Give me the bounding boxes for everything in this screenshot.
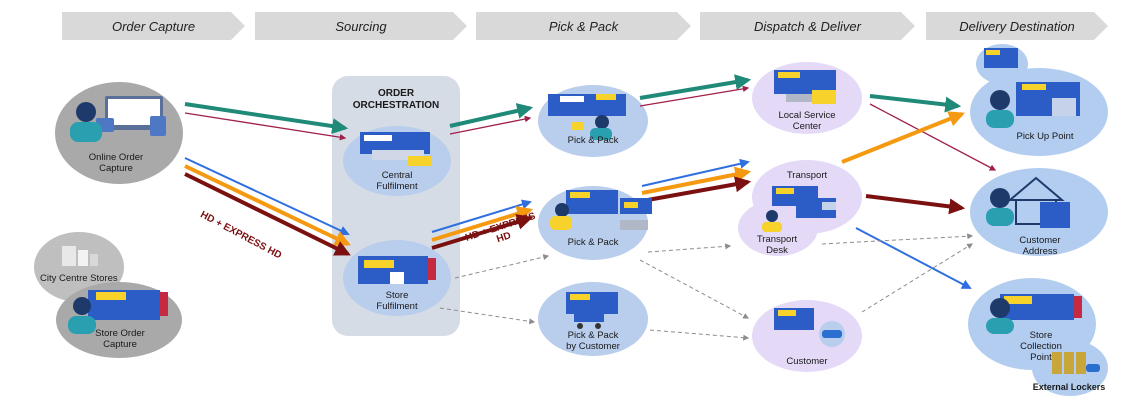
flow-online-store-orange [184, 164, 351, 246]
customer-label: Customer [786, 356, 828, 367]
flow-store-pp2-grey [454, 254, 550, 279]
stage-label: Order Capture [111, 18, 196, 34]
pick-pack-customer-icon [566, 292, 618, 329]
store-collection-label: Store Collection Point [1020, 330, 1062, 363]
pick-pack-1-label: Pick & Pack [567, 135, 619, 146]
transport-truck-icon [772, 186, 836, 218]
flow-central-pp1-teal [449, 103, 534, 128]
stage-label: Dispatch & Deliver [754, 18, 861, 34]
pick-up-point-icon [984, 48, 1080, 128]
flow-central-pp1-maroon [449, 115, 532, 135]
flow-pp2-desk-grey [647, 243, 732, 253]
flow-pp2-transport-orange [641, 166, 752, 195]
flow-transport-collection-blue [855, 227, 972, 289]
store-fulfilment-icon [358, 256, 436, 284]
pick-pack-2-icon [550, 190, 652, 230]
customer-building-icon [774, 308, 845, 347]
stage-dispatch-deliver: Dispatch & Deliver [700, 12, 915, 40]
store-order-label: Store Order Capture [95, 328, 145, 350]
stage-label: Pick & Pack [548, 18, 619, 34]
store-order-ikea-icon [68, 290, 168, 334]
flow-online-central-teal [184, 102, 349, 135]
store-collection-icon [986, 294, 1082, 334]
flow-pp1-local-teal [639, 74, 752, 100]
stage-pick-pack: Pick & Pack [476, 12, 691, 40]
flow-desk-address-grey [821, 233, 974, 245]
pick-pack-customer-label: Pick & Pack by Customer [566, 330, 620, 352]
flow-store-pp2-blue [431, 199, 532, 233]
stage-order-capture: Order Capture [62, 12, 245, 40]
flow-transport-address-darkred [865, 194, 966, 215]
city-buildings-icon [62, 246, 98, 266]
flow-online-store-blue [184, 157, 350, 236]
flow-store-ppc-grey [439, 307, 536, 325]
city-centre-label: City Centre Stores [40, 273, 118, 284]
flow-online-store-darkred [184, 172, 351, 256]
pick-pack-2-label: Pick & Pack [567, 237, 619, 248]
order-orchestration-title: ORDER ORCHESTRATION [352, 88, 440, 111]
central-fulfilment-icon [360, 132, 432, 166]
flow-pp2-transport-blue [641, 158, 750, 187]
customer-address-house-icon [986, 176, 1070, 228]
stage-sourcing: Sourcing [255, 12, 467, 40]
central-fulfilment-label: Central Fulfilment [376, 170, 418, 192]
flow-store-pp2-orange [431, 206, 534, 242]
external-lockers-icon [1052, 352, 1100, 374]
transport-desk-person-icon [762, 210, 782, 232]
online-order-label: Online Order Capture [88, 152, 144, 174]
external-lockers-label: External Lockers [1032, 382, 1106, 392]
stage-delivery-destination: Delivery Destination [926, 12, 1108, 40]
local-service-label: Local Service Center [778, 110, 836, 132]
person-icon [70, 102, 102, 142]
flow-customer-address-grey [861, 243, 974, 313]
flow-local-pickup-teal [869, 94, 962, 113]
local-service-icon [774, 70, 836, 104]
flow-local-address-maroon [869, 103, 997, 171]
flow-transport-pickup-orange [841, 111, 965, 164]
transport-desk-label: Transport Desk [756, 234, 798, 256]
flow-pp2-customer-grey [639, 259, 750, 319]
flow-pp2-transport-darkred [641, 176, 752, 203]
transport-label: Transport [786, 170, 828, 181]
stage-label: Delivery Destination [959, 18, 1075, 34]
store-fulfilment-label: Store Fulfilment [376, 290, 418, 312]
pick-up-point-label: Pick Up Point [1016, 131, 1074, 142]
stage-label: Sourcing [335, 18, 387, 34]
flow-pp1-local-maroon [639, 85, 750, 107]
flow-ppc-customer-grey [649, 329, 750, 341]
customer-address-label: Customer Address [1019, 235, 1061, 257]
flow-store-pp2-darkred [431, 214, 534, 250]
flow-online-central-maroon [184, 112, 347, 141]
pick-pack-1-icon [548, 94, 626, 140]
online-order-devices-icon [96, 96, 166, 136]
